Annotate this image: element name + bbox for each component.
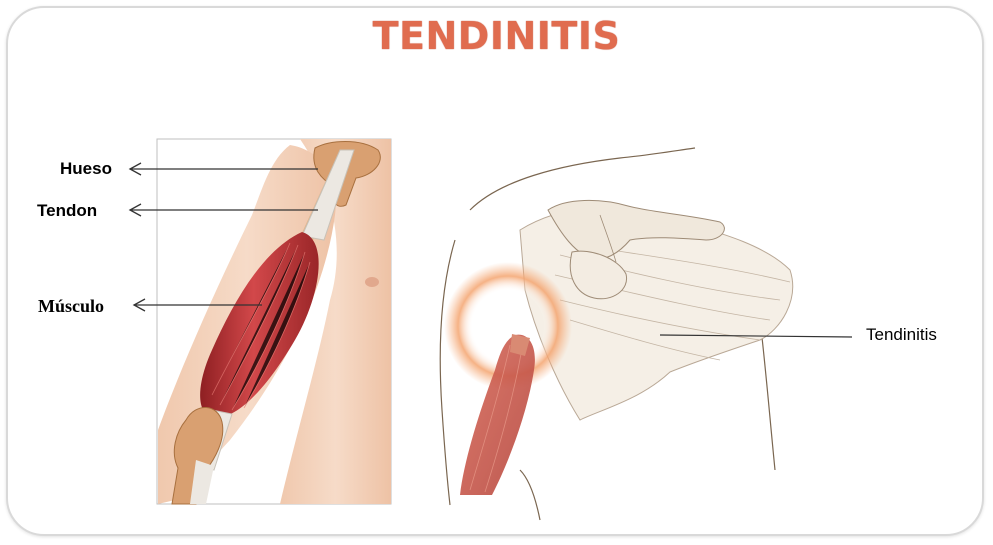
shoulder-illustration (440, 148, 792, 520)
arm-illustration (157, 139, 391, 504)
label-tendon: Tendon (37, 201, 97, 221)
label-tendinitis: Tendinitis (866, 325, 937, 345)
label-musculo: Músculo (38, 296, 104, 316)
label-hueso: Hueso (60, 159, 112, 179)
